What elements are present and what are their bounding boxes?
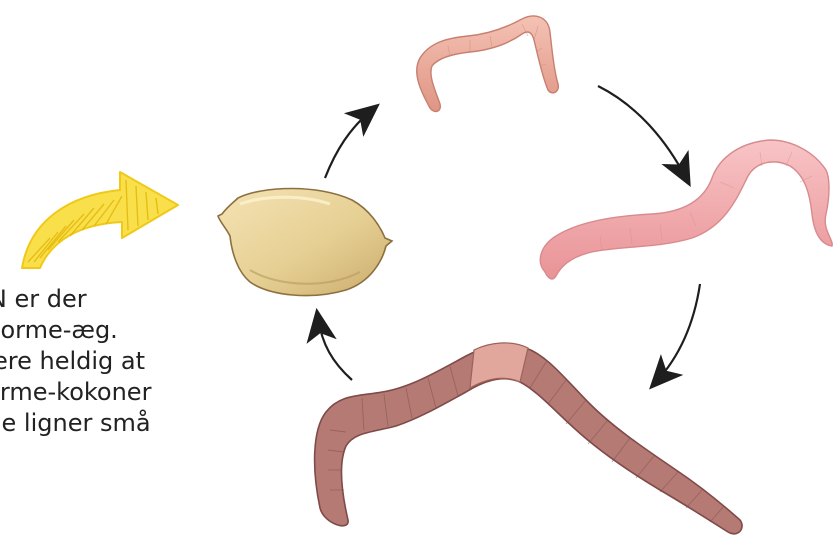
arrow-young-to-adult-icon: [656, 284, 700, 382]
caption-line: ON er der: [0, 284, 151, 315]
juvenile-worm-icon: [417, 16, 559, 111]
caption-line: norme-kokoner: [0, 377, 151, 408]
caption-line: - de ligner små: [0, 408, 151, 439]
highlight-arrow-icon: [22, 172, 178, 268]
young-worm-icon: [540, 140, 832, 279]
arrow-cocoon-to-juvenile-icon: [325, 110, 372, 178]
caption-line: være heldig at: [0, 346, 151, 377]
adult-worm-icon: [315, 343, 742, 534]
arrow-adult-to-cocoon-icon: [318, 318, 352, 380]
caption-text: ON er der gnorme-æg. være heldig at norm…: [0, 284, 151, 439]
cocoon-egg-icon: [218, 189, 392, 296]
caption-line: gnorme-æg.: [0, 315, 151, 346]
arrow-juvenile-to-young-icon: [598, 86, 686, 178]
